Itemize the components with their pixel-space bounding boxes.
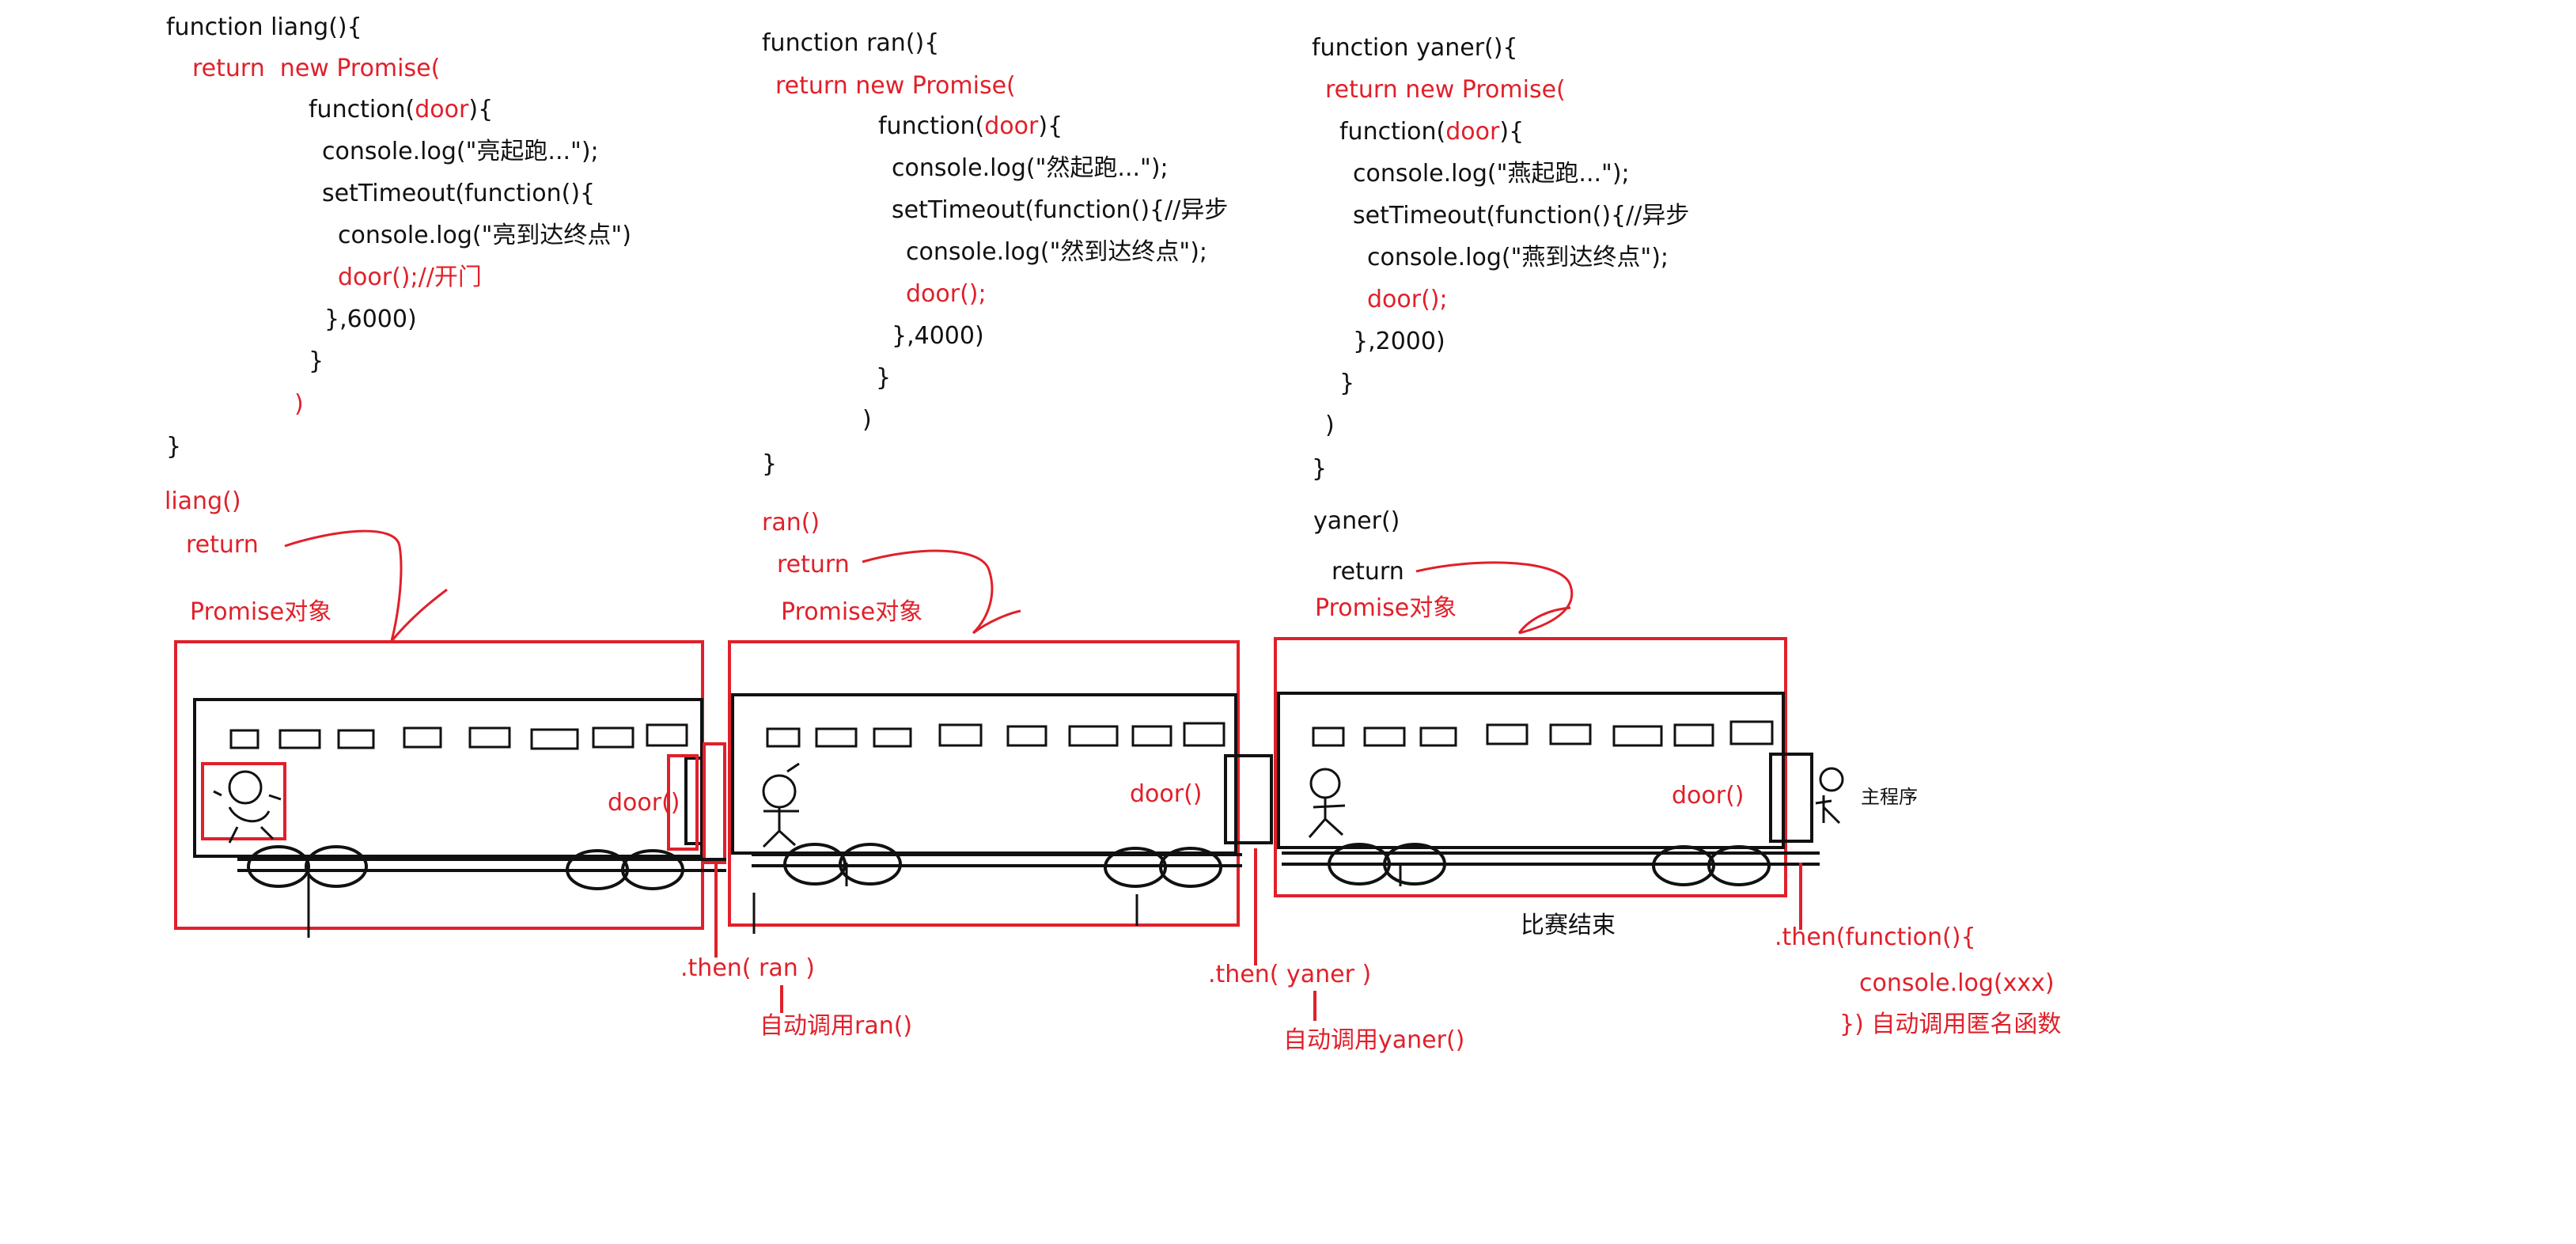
ran-code-l4: console.log("然起跑..."); — [892, 154, 1169, 182]
yaner-call-label: yaner() — [1313, 507, 1400, 535]
door-highlight-1 — [667, 754, 699, 851]
ran-return-label: return — [777, 551, 850, 578]
ran-code-l3: function(door){ — [878, 112, 1063, 140]
liang-code-l4: console.log("亮起跑..."); — [322, 138, 599, 165]
then-yaner-label: .then( yaner ) — [1208, 961, 1372, 988]
liang-code-l7: door();//开门 — [338, 264, 482, 291]
ran-code-l6: console.log("然到达终点"); — [906, 238, 1208, 266]
liang-promise-label: Promise对象 — [190, 598, 332, 626]
main-program-label: 主程序 — [1861, 786, 1918, 808]
auto-call-anon-label: }) 自动调用匿名函数 — [1839, 1011, 2062, 1038]
door-label-yaner: door() — [1672, 782, 1744, 810]
promise-box-ran — [728, 640, 1240, 927]
yaner-code-l2: return new Promise( — [1325, 76, 1566, 104]
liang-code-l11: } — [166, 433, 182, 461]
carriage-ran — [731, 693, 1237, 855]
ran-code-l11: } — [762, 450, 778, 478]
return-arrow-liang — [284, 529, 403, 642]
ran-code-l1: function ran(){ — [762, 29, 940, 57]
auto-call-yaner-label: 自动调用yaner() — [1283, 1026, 1465, 1054]
then-ran-label: .then( ran ) — [680, 954, 815, 982]
yaner-code-l9: } — [1339, 370, 1355, 397]
liang-return-label: return — [186, 531, 259, 559]
promise-box-yaner — [1274, 637, 1787, 897]
door-ran — [1224, 754, 1273, 844]
yaner-code-l11: } — [1312, 455, 1328, 483]
liang-code-l6: console.log("亮到达终点") — [338, 222, 631, 249]
race-end-label: 比赛结束 — [1521, 912, 1616, 939]
yaner-code-l4: console.log("燕起跑..."); — [1353, 160, 1630, 188]
door-yaner — [1769, 753, 1813, 843]
yaner-code-l8: },2000) — [1353, 328, 1445, 355]
liang-code-l1: function liang(){ — [166, 13, 362, 41]
yaner-code-l10: ) — [1325, 412, 1335, 439]
carriage-yaner — [1277, 692, 1785, 849]
then-function-label: .then(function(){ — [1775, 924, 1976, 951]
liang-code-l8: },6000) — [324, 305, 417, 333]
liang-code-l5: setTimeout(function(){ — [322, 180, 596, 207]
door-highlight-2 — [703, 742, 726, 864]
door-label-ran: door() — [1130, 780, 1203, 808]
door-label-liang: door() — [608, 789, 680, 817]
ran-code-l10: ) — [862, 406, 872, 434]
ran-code-l7: door(); — [906, 280, 987, 308]
return-arrow-yaner — [1415, 561, 1574, 635]
liang-code-l2: return new Promise( — [192, 55, 441, 82]
return-arrow-ran — [862, 549, 994, 635]
ran-code-l5: setTimeout(function(){//异步 — [892, 196, 1229, 224]
ran-code-l9: } — [876, 364, 892, 392]
yaner-code-l1: function yaner(){ — [1312, 34, 1518, 62]
runner-highlight — [201, 762, 286, 840]
yaner-code-l7: door(); — [1367, 286, 1448, 313]
carriage-liang — [193, 698, 703, 858]
yaner-promise-label: Promise对象 — [1315, 594, 1457, 622]
promise-box-liang — [174, 640, 704, 930]
yaner-code-l3: function(door){ — [1339, 118, 1525, 146]
ran-call-label: ran() — [762, 509, 820, 537]
yaner-code-l6: console.log("燕到达终点"); — [1367, 244, 1669, 271]
ran-code-l2: return new Promise( — [775, 72, 1016, 100]
yaner-code-l5: setTimeout(function(){//异步 — [1353, 202, 1690, 229]
liang-call-label: liang() — [165, 487, 241, 515]
liang-code-l3: function(door){ — [309, 96, 494, 123]
console-xxx-label: console.log(xxx) — [1859, 969, 2055, 997]
yaner-return-label: return — [1332, 558, 1404, 586]
liang-code-l10: ) — [294, 390, 304, 418]
ran-promise-label: Promise对象 — [781, 598, 923, 626]
ran-code-l8: },4000) — [892, 322, 984, 350]
auto-call-ran-label: 自动调用ran() — [760, 1012, 913, 1040]
liang-code-l9: } — [309, 347, 324, 375]
